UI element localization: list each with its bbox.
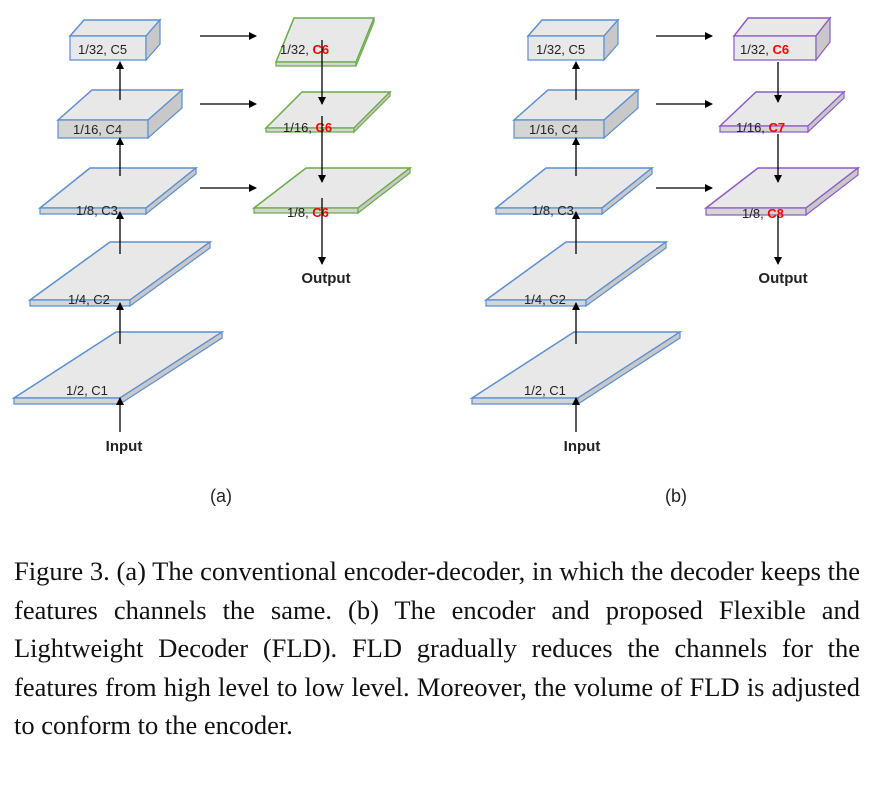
decoder-label-1-16: 1/16, C6: [283, 120, 332, 135]
arrows-b: [572, 32, 782, 432]
encoder-block-1-16: 1/16, C4: [56, 88, 184, 140]
encoder-label-1-2: 1/2, C1: [66, 383, 108, 398]
decoder-label-1-8-b: 1/8, C8: [742, 206, 784, 221]
encoder-block-1-4-b: 1/4, C2: [483, 240, 669, 308]
panel-a: 1/2, C1 1/4, C2 1/8, C3 1/16, C4 1/32, C…: [11, 17, 413, 506]
arrows-a: [116, 32, 326, 432]
decoder-block-1-32-b: 1/32, C6: [732, 16, 832, 62]
encoder-block-1-32-b: 1/32, C5: [526, 18, 620, 62]
decoder-block-1-8-b: 1/8, C8: [703, 166, 861, 221]
input-label-b: Input: [564, 438, 601, 455]
panel-label-b: (b): [665, 486, 687, 506]
encoder-block-1-8-b: 1/8, C3: [493, 166, 655, 218]
encoder-block-1-32: 1/32, C5: [68, 18, 162, 62]
figure-caption: Figure 3. (a) The conventional encoder-d…: [14, 556, 860, 740]
encoder-label-1-32-b: 1/32, C5: [536, 42, 585, 57]
architecture-diagram: 1/2, C1 1/4, C2 1/8, C3 1/16, C4 1/32, C…: [11, 16, 861, 506]
encoder-label-1-16: 1/16, C4: [73, 122, 122, 137]
panel-b: 1/2, C1 1/4, C2 1/8, C3 1/16, C4 1/32, C…: [469, 16, 861, 506]
encoder-block-1-16-b: 1/16, C4: [512, 88, 640, 140]
encoder-block-1-4: 1/4, C2: [27, 240, 213, 308]
decoder-block-1-16-b: 1/16, C7: [718, 90, 846, 135]
encoder-block-1-2: 1/2, C1: [11, 330, 225, 406]
encoder-label-1-32: 1/32, C5: [78, 42, 127, 57]
encoder-label-1-8: 1/8, C3: [76, 203, 118, 218]
decoder-label-1-8: 1/8, C6: [287, 205, 329, 220]
panel-label-a: (a): [210, 486, 232, 506]
output-label-b: Output: [758, 270, 807, 287]
encoder-label-1-4-b: 1/4, C2: [524, 292, 566, 307]
input-label-a: Input: [106, 438, 143, 455]
encoder-label-1-8-b: 1/8, C3: [532, 203, 574, 218]
encoder-block-1-8: 1/8, C3: [37, 166, 199, 218]
decoder-block-1-16: 1/16, C6: [264, 90, 392, 135]
decoder-block-1-8: 1/8, C6: [251, 166, 413, 220]
decoder-label-1-32-b: 1/32, C6: [740, 42, 789, 57]
decoder-label-1-16-b: 1/16, C7: [736, 120, 785, 135]
encoder-label-1-16-b: 1/16, C4: [529, 122, 578, 137]
decoder-label-1-32: 1/32, C6: [280, 42, 329, 57]
encoder-label-1-4: 1/4, C2: [68, 292, 110, 307]
encoder-label-1-2-b: 1/2, C1: [524, 383, 566, 398]
decoder-block-1-32: 1/32, C6: [274, 17, 376, 67]
output-label-a: Output: [301, 270, 350, 287]
encoder-block-1-2-b: 1/2, C1: [469, 330, 683, 406]
